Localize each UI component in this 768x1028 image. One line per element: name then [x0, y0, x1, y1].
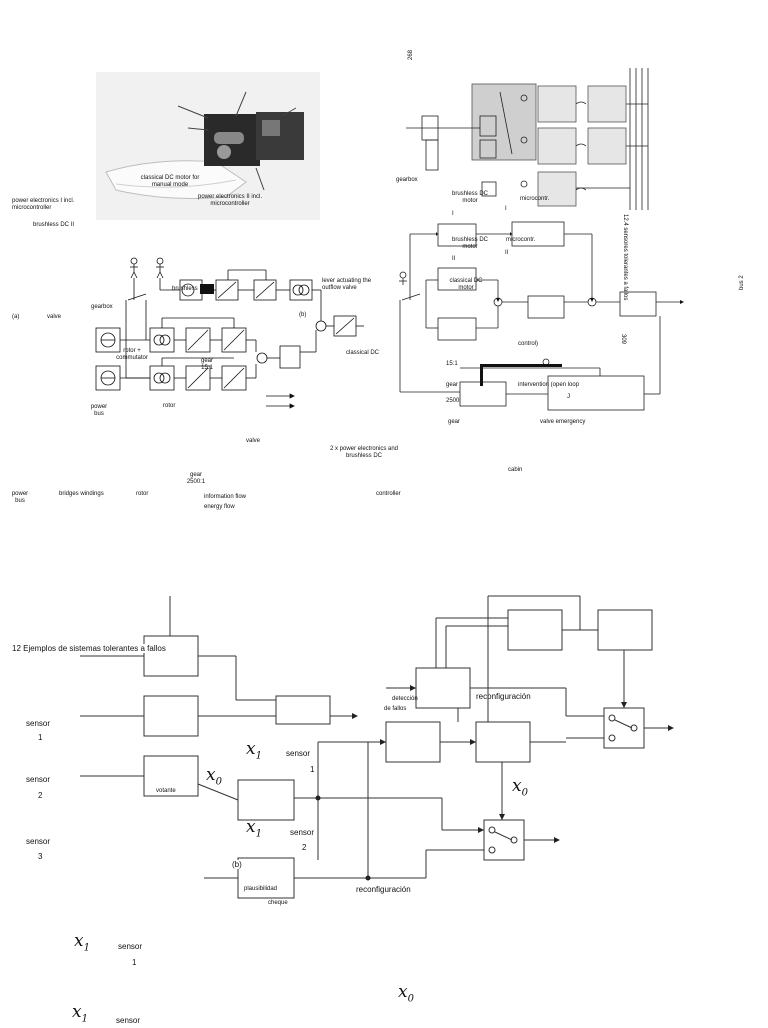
schematic-b-microcontr-2: microcontr.	[506, 237, 536, 243]
schematic-b-microcontr-1: microcontr.	[520, 196, 550, 202]
sensor-3-num: 3	[38, 852, 43, 861]
photo-label-classical-motor: classical DC motor for manual mode	[140, 175, 200, 188]
sensor-1c-label: sensor	[118, 942, 143, 951]
sensor-2b-num: 2	[302, 843, 307, 852]
x1-symbol-c: x1	[74, 931, 90, 954]
schematic-a-rotor-2: rotor	[136, 491, 149, 497]
schematic-a-gear-2500: gear 2500:1	[186, 472, 206, 485]
tag-b-bottom: (b)	[232, 860, 242, 869]
sensor-1b-num: 1	[310, 765, 315, 774]
cheque-label: cheque	[268, 900, 288, 906]
schematic-a-gearbox: gearbox	[91, 304, 113, 310]
schematic-b-gearbox: gearbox	[396, 177, 418, 183]
emergency-lever-bar	[480, 364, 562, 367]
schematic-a-tag: (a)	[12, 314, 20, 320]
schematic-b-cabin: cabin	[508, 467, 523, 473]
de-fallos-label: de fallos	[384, 706, 407, 712]
reconfiguracion-bottom: reconfiguración	[356, 885, 411, 894]
legend-energy-flow: energy flow	[204, 504, 235, 510]
schematic-b-gear-label: gear	[448, 419, 461, 425]
x0-symbol-a: x0	[206, 765, 222, 788]
sensor-3-label: sensor	[26, 837, 51, 846]
schematic-b-roman-2b: II	[505, 250, 509, 256]
schematic-b-gear-2500: 2500:	[446, 398, 462, 404]
schematic-b-tag: (b)	[299, 312, 307, 318]
legend-information-flow: information flow	[204, 494, 247, 500]
schematic-a-two-pe: 2 x power electronics and brushless DC	[329, 446, 399, 459]
schematic-a-rotor-commutator: rotor + commutator	[116, 348, 148, 361]
x1-symbol-a: x1	[246, 739, 262, 762]
schematic-a-valve-side: valve	[47, 314, 62, 320]
sensor-1-num: 1	[38, 733, 43, 742]
sensor-2b-label: sensor	[290, 828, 315, 837]
schematic-b-gear-15: 15:1	[446, 361, 458, 367]
x1-symbol-d: x1	[72, 1002, 88, 1025]
actuator-photo	[96, 72, 320, 220]
brushless-block	[200, 284, 214, 294]
schematic-b-brushless-1: brushless DC motor	[451, 191, 488, 204]
sensor-1c-num: 1	[132, 958, 137, 967]
schematic-b-j: J	[567, 394, 570, 400]
schematic-a-brushless: brushless	[172, 286, 198, 292]
schematic-a-lever: lever actuating the outflow valve	[322, 278, 372, 291]
sensor-2-num: 2	[38, 791, 43, 800]
schematic-a-power-bus-2: power bus	[11, 491, 29, 504]
schematic-a-power-bus: power bus	[90, 404, 108, 417]
x0-symbol-b: x0	[512, 776, 528, 799]
plausibilidad-label: plausibilidad	[244, 886, 278, 892]
schematic-a-rotor: rotor	[163, 403, 176, 409]
schematic-a-classical-dc: classical DC	[346, 350, 380, 356]
photo-label-pe1: power electronics I incl. microcontrolle…	[12, 198, 75, 211]
schematic-b-gear: gear	[446, 382, 459, 388]
schematic-b-valve-emergency: valve emergency	[540, 419, 586, 425]
sensor-1b-label: sensor	[286, 749, 311, 758]
x0-symbol-c: x0	[398, 982, 414, 1005]
emergency-lever-post	[480, 364, 483, 386]
deteccion-label: detección	[392, 696, 418, 702]
schematic-b-intervention: intervention (open loop	[518, 382, 580, 388]
sensor-1-label: sensor	[26, 719, 51, 728]
schematic-a-gear-15: gear 15:1	[200, 358, 213, 371]
photo-label-pe2: power electronics II incl. microcontroll…	[197, 194, 263, 207]
actuator-photo-drawing	[105, 91, 304, 199]
schematic-b-roman-1: I	[452, 211, 454, 217]
x1-symbol-b: x1	[246, 817, 262, 840]
schematic-a-bridges-windings: bridges windings	[59, 491, 104, 497]
schematic-b-brushless-2: brushless DC motor	[451, 237, 488, 250]
votante-label: votante	[156, 788, 176, 794]
sensor-d-label: sensor	[116, 1016, 141, 1025]
reconfiguracion-top: reconfiguración	[476, 692, 531, 701]
bottom-title: 12 Ejemplos de sistemas tolerantes a fal…	[12, 644, 166, 653]
schematic-b-control: control)	[518, 341, 539, 347]
schematic-b-roman-1b: I	[505, 206, 507, 212]
schematic-b-classical-dc: classical DC motor	[449, 278, 483, 291]
schematic-a-valve: valve	[246, 438, 261, 444]
photo-label-brushless: brushless DC II	[33, 222, 75, 228]
sensor-2-label: sensor	[26, 775, 51, 784]
schematic-a-controller: controller	[376, 491, 401, 497]
schematic-b-roman-2: II	[452, 256, 456, 262]
